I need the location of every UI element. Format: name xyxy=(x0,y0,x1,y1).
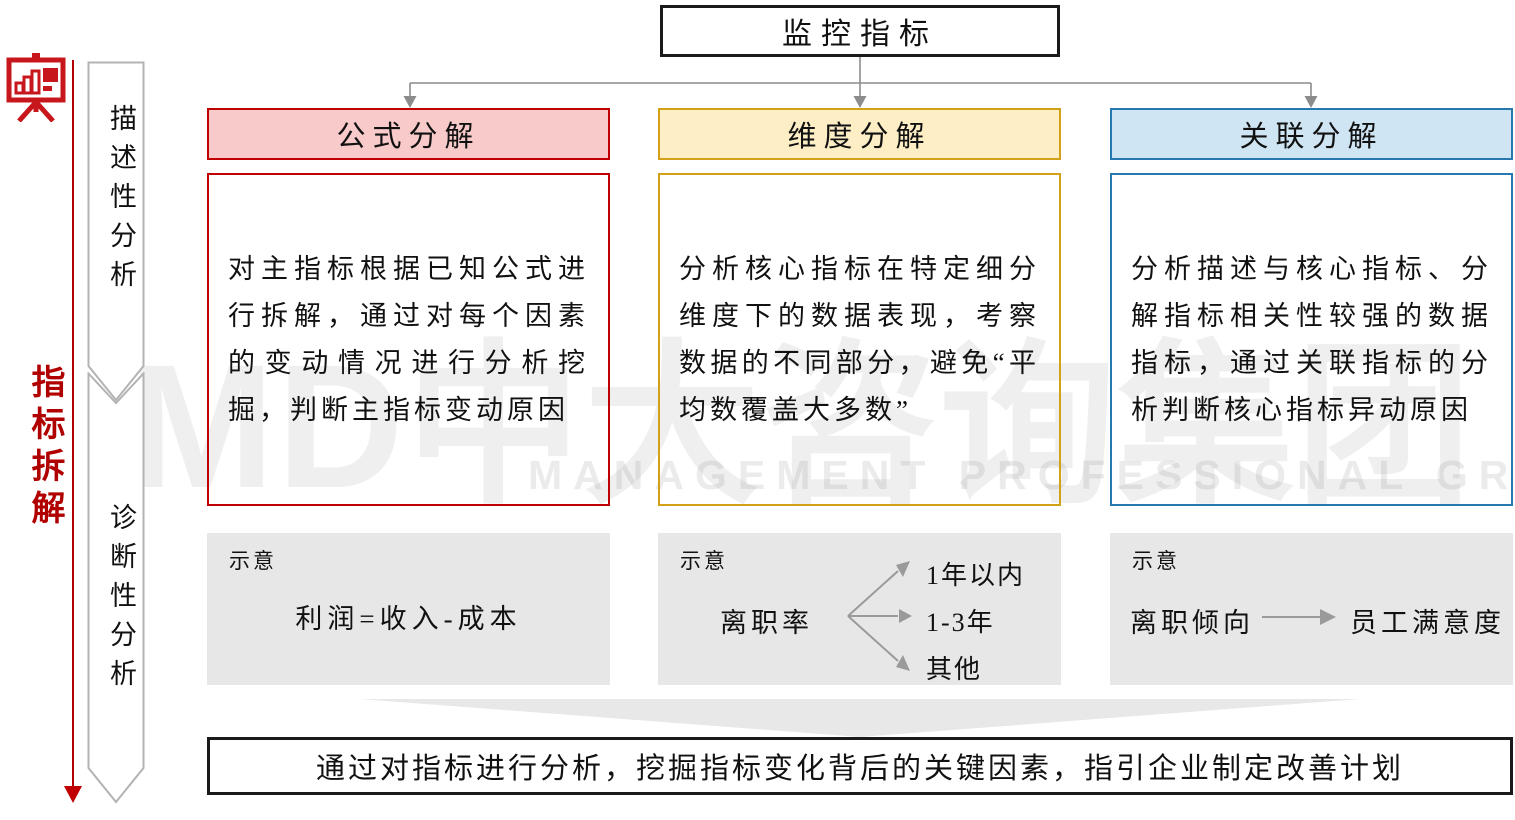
banner-descriptive-label: 描述性分析 xyxy=(106,104,136,299)
rail-title: 指标拆解 xyxy=(26,364,63,532)
fan-target: 1年以内 xyxy=(926,561,1026,590)
body-dimension-decomposition: 分析核心指标在特定细分维度下的数据表现，考察数据的不同部分，避免“平均数覆盖大多… xyxy=(658,173,1061,506)
down-triangle-divider xyxy=(360,699,1360,737)
body-formula-decomposition: 对主指标根据已知公式进行拆解，通过对每个因素的变动情况进行分析挖掘，判断主指标变… xyxy=(207,173,610,506)
timeline-arrowhead-icon xyxy=(64,786,82,803)
conclusion-bar: 通过对指标进行分析，挖掘指标变化背后的关键因素，指引企业制定改善计划 xyxy=(207,737,1513,795)
banner-diagnostic-shape xyxy=(87,372,145,804)
timeline-line xyxy=(72,60,74,786)
fan-source: 离职率 xyxy=(720,608,813,638)
body-text: 对主指标根据已知公式进行拆解，通过对每个因素的变动情况进行分析挖掘，判断主指标变… xyxy=(228,253,589,425)
example-box-association: 示意 离职倾向 员工满意度 xyxy=(1110,533,1513,685)
banner-descriptive-shape xyxy=(87,61,145,402)
fan-target: 1-3年 xyxy=(926,608,995,637)
example-formula: 利润=收入-成本 xyxy=(295,604,522,634)
root-node: 监控指标 xyxy=(660,5,1060,57)
fan-target: 其他 xyxy=(926,655,983,684)
watermark-cn: MD中大咨询集团 xyxy=(128,329,1474,525)
banner-diagnostic-label: 诊断性分析 xyxy=(106,503,136,698)
body-association-decomposition: 分析描述与核心指标、分解指标相关性较强的数据指标，通过关联指标的分析判断核心指标… xyxy=(1110,173,1513,506)
conclusion-text: 通过对指标进行分析，挖掘指标变化背后的关键因素，指引企业制定改善计划 xyxy=(315,753,1404,785)
fan-arrows xyxy=(847,561,912,671)
example-box-dimension: 示意 离职率 1年以内 1-3年 其他 xyxy=(658,533,1061,685)
example-label: 示意 xyxy=(229,549,277,573)
body-text: 分析描述与核心指标、分解指标相关性较强的数据指标，通过关联指标的分析判断核心指标… xyxy=(1131,253,1492,425)
example-label: 示意 xyxy=(1132,549,1180,573)
example-box-formula: 示意 利润=收入-成本 xyxy=(207,533,610,685)
header-dimension-decomposition: 维度分解 xyxy=(658,108,1061,160)
link-target: 员工满意度 xyxy=(1350,608,1505,638)
header-formula-decomposition: 公式分解 xyxy=(207,108,610,160)
link-source: 离职倾向 xyxy=(1130,608,1254,638)
link-arrow xyxy=(1262,609,1336,625)
body-text: 分析核心指标在特定细分维度下的数据表现，考察数据的不同部分，避免“平均数覆盖大多… xyxy=(679,253,1040,425)
connector-tree xyxy=(403,57,1318,108)
header-association-decomposition: 关联分解 xyxy=(1110,108,1513,160)
example-label: 示意 xyxy=(680,549,728,573)
watermark-en: MANAGEMENT PROFESSIONAL GROUP xyxy=(528,452,1515,498)
presentation-chart-icon xyxy=(6,53,66,122)
